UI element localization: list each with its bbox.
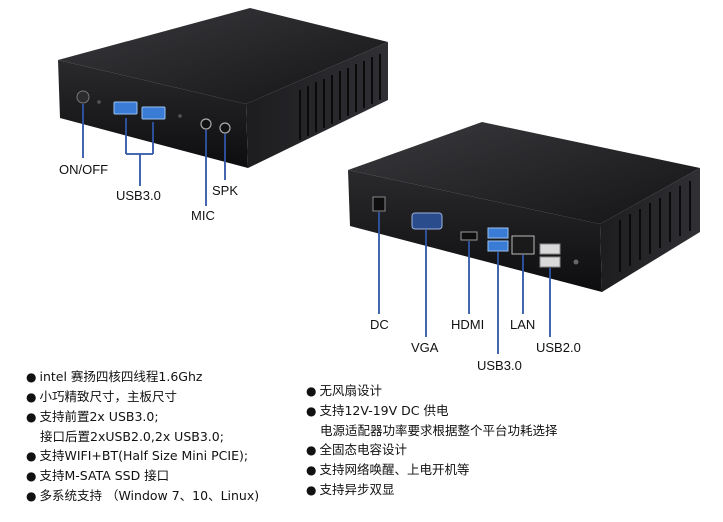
hdmi-port-icon (460, 231, 478, 241)
rear-usb3-port-1 (487, 227, 509, 239)
label-dc: DC (370, 317, 389, 332)
vga-port-icon (411, 212, 443, 230)
front-device-vents (299, 54, 381, 140)
label-front-usb3: USB3.0 (116, 188, 161, 203)
rear-usb2-port-1 (539, 243, 561, 255)
feature-item: ●支持前置2x USB3.0; (26, 409, 159, 424)
rear-device-top (348, 122, 700, 224)
spk-jack-icon (219, 122, 231, 134)
leader-lines (82, 104, 551, 354)
feature-item: 接口后置2xUSB2.0,2x USB3.0; (40, 429, 224, 444)
rear-view-device (348, 122, 700, 292)
rear-device-face (348, 170, 602, 292)
feature-item: ●支持异步双显 (306, 482, 395, 497)
label-vga: VGA (411, 340, 439, 355)
rear-device-vents (619, 181, 691, 272)
led-indicator-icon (97, 100, 101, 104)
label-on-off: ON/OFF (59, 162, 109, 177)
rear-usb2-port-2 (539, 256, 561, 268)
label-mic: MIC (191, 208, 215, 223)
rear-usb3-port-2 (487, 240, 509, 252)
feature-item: ●无风扇设计 (306, 383, 382, 398)
power-button-icon (76, 90, 90, 104)
feature-item: ●多系统支持 （Window 7、10、Linux) (26, 488, 260, 503)
feature-item: ●intel 赛扬四核四线程1.6Ghz (26, 369, 203, 384)
label-lan: LAN (510, 317, 536, 332)
feature-item: ●支持M-SATA SSD 接口 (26, 468, 170, 483)
feature-list-right: ●无风扇设计 ●支持12V-19V DC 供电 电源适配器功率要求根据整个平台功… (306, 381, 558, 500)
mic-jack-icon (200, 118, 212, 130)
feature-list-left: ●intel 赛扬四核四线程1.6Ghz ●小巧精致尺寸，主板尺寸 ●支持前置2… (26, 367, 259, 506)
front-usb3-port-2 (141, 106, 166, 120)
feature-item: ●支持网络唤醒、上电开机等 (306, 462, 470, 477)
label-usb2: USB2.0 (536, 340, 581, 355)
rear-screw-icon (573, 259, 579, 265)
feature-item: 电源适配器功率要求根据整个平台功耗选择 (320, 423, 558, 438)
front-device-top (58, 8, 388, 104)
label-hdmi: HDMI (451, 317, 485, 332)
feature-item: ●小巧精致尺寸，主板尺寸 (26, 389, 177, 404)
front-usb3-port-1 (113, 101, 138, 115)
label-rear-usb3: USB3.0 (477, 358, 522, 373)
dc-jack-icon (372, 196, 386, 212)
feature-item: ●全固态电容设计 (306, 442, 407, 457)
feature-item: ●支持12V-19V DC 供电 (306, 403, 449, 418)
front-led-icon (178, 114, 182, 118)
lan-port-icon (511, 235, 535, 255)
front-view-device (58, 8, 388, 168)
feature-item: ●支持WIFI+BT(Half Size Mini PCIE); (26, 448, 249, 463)
label-spk: SPK (212, 183, 239, 198)
